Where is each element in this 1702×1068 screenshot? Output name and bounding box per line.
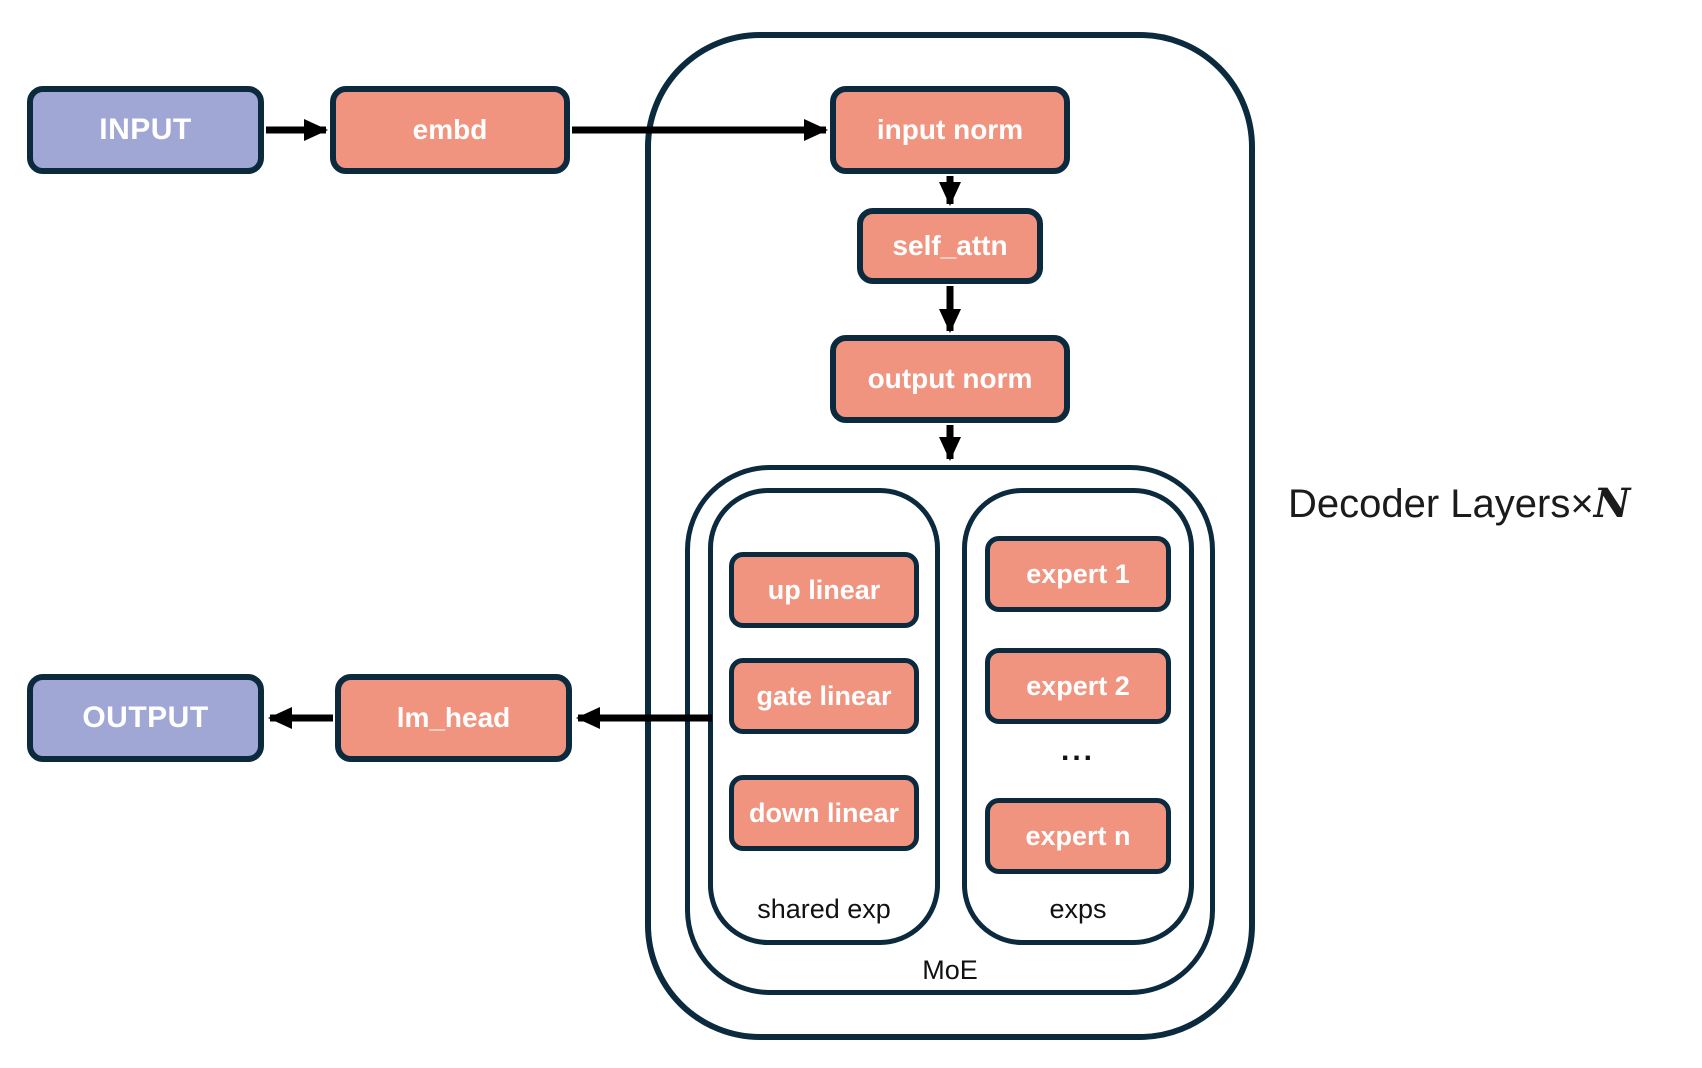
decoder-caption-prefix: Decoder Layers× (1288, 482, 1594, 526)
lm-head-node: lm_head (335, 674, 572, 762)
output-norm-node: output norm (830, 335, 1070, 423)
expert-1-node: expert 1 (985, 536, 1171, 612)
embd-node: embd (330, 86, 570, 174)
moe-label: MoE (922, 955, 978, 985)
experts-ellipsis: ... (1060, 734, 1095, 767)
input-node: INPUT (27, 86, 264, 174)
moe-container: up linear gate linear down linear shared… (685, 465, 1215, 995)
down-linear-node: down linear (729, 775, 919, 851)
decoder-layers-container: input norm self_attn output norm up line… (645, 32, 1255, 1040)
expert-2-node: expert 2 (985, 648, 1171, 724)
decoder-layers-caption: Decoder Layers×N (1288, 480, 1630, 527)
input-norm-node: input norm (830, 86, 1070, 174)
exps-label: exps (1049, 894, 1107, 924)
shared-exp-label: shared exp (757, 894, 891, 924)
self-attn-node: self_attn (857, 208, 1043, 284)
shared-exp-container: up linear gate linear down linear shared… (708, 488, 940, 945)
expert-n-node: expert n (985, 798, 1171, 874)
up-linear-node: up linear (729, 552, 919, 628)
exps-container: expert 1 expert 2 ... expert n exps (962, 488, 1194, 945)
gate-linear-node: gate linear (729, 658, 919, 734)
output-node: OUTPUT (27, 674, 264, 762)
decoder-caption-n: N (1593, 480, 1631, 527)
